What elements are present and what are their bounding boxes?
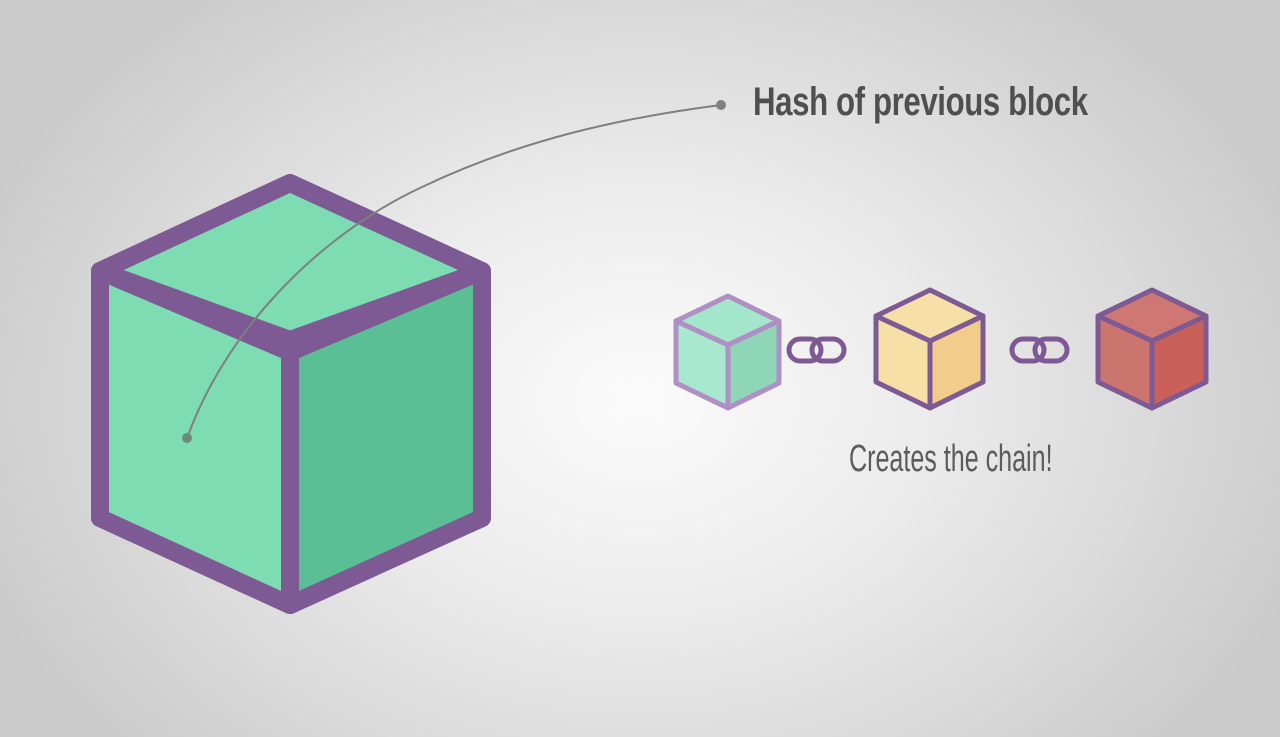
chain-block-2	[873, 287, 986, 411]
chain-block-3	[1095, 287, 1209, 411]
chain-link-icon	[786, 336, 847, 364]
chain-block-1	[673, 293, 782, 411]
pointer-end-dot	[716, 100, 726, 110]
chain-link-icon	[1009, 336, 1070, 364]
callout-pointer	[182, 100, 726, 443]
pointer-start-dot	[182, 433, 192, 443]
main-block-cube	[91, 174, 491, 614]
chain-caption: Creates the chain!	[849, 438, 1053, 480]
callout-label: Hash of previous block	[753, 80, 1088, 124]
